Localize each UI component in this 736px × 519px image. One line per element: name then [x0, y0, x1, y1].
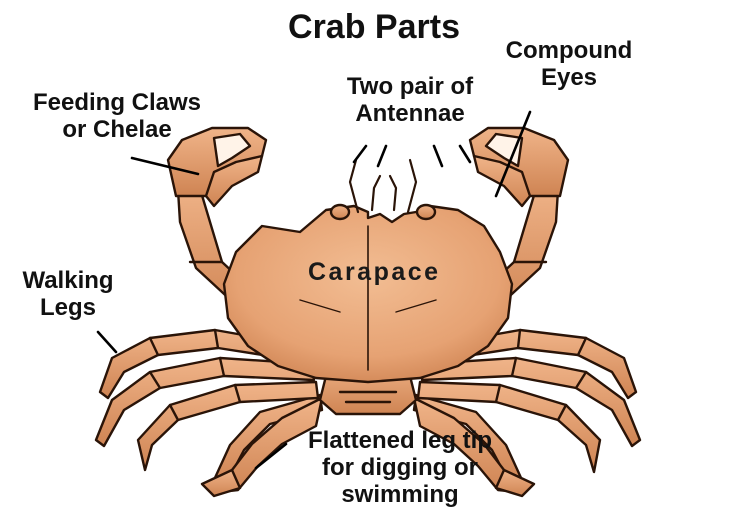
- feeding-claws-label-line-2: or Chelae: [12, 117, 222, 144]
- walking-legs-label-line-1: Walking: [4, 268, 132, 295]
- antennae-label-line-1: Two pair of: [320, 74, 500, 101]
- flattened-leg-tip-label-line-1: Flattened leg tip: [280, 428, 520, 455]
- flattened-leg-tip-label: Flattened leg tip for digging or swimmin…: [280, 428, 520, 509]
- carapace-shell: [224, 206, 512, 382]
- diagram-title: Crab Parts: [274, 8, 474, 46]
- flattened-leg-tip-label-line-2: for digging or: [280, 455, 520, 482]
- antenna-leader-line-2: [378, 146, 386, 166]
- compound-eyes-label-line-1: Compound: [484, 38, 654, 65]
- flattened-leg-tip-label-line-3: swimming: [280, 482, 520, 509]
- antenna-leader-line-4: [460, 146, 470, 162]
- carapace-label: Carapace: [308, 258, 428, 286]
- antennae: [350, 160, 416, 212]
- antenna-leader-line-1: [354, 146, 366, 162]
- walking-legs-label: Walking Legs: [4, 268, 132, 322]
- antenna-leader-line-3: [434, 146, 442, 166]
- compound-eyes-label-line-2: Eyes: [484, 65, 654, 92]
- feeding-claws-label-line-1: Feeding Claws: [12, 90, 222, 117]
- compound-eyes-label: Compound Eyes: [484, 38, 654, 92]
- antennae-label: Two pair of Antennae: [320, 74, 500, 128]
- antennae-label-line-2: Antennae: [320, 101, 500, 128]
- walking-legs-leader-line: [98, 332, 116, 352]
- walking-legs-label-line-2: Legs: [4, 295, 132, 322]
- feeding-claws-label: Feeding Claws or Chelae: [12, 90, 222, 144]
